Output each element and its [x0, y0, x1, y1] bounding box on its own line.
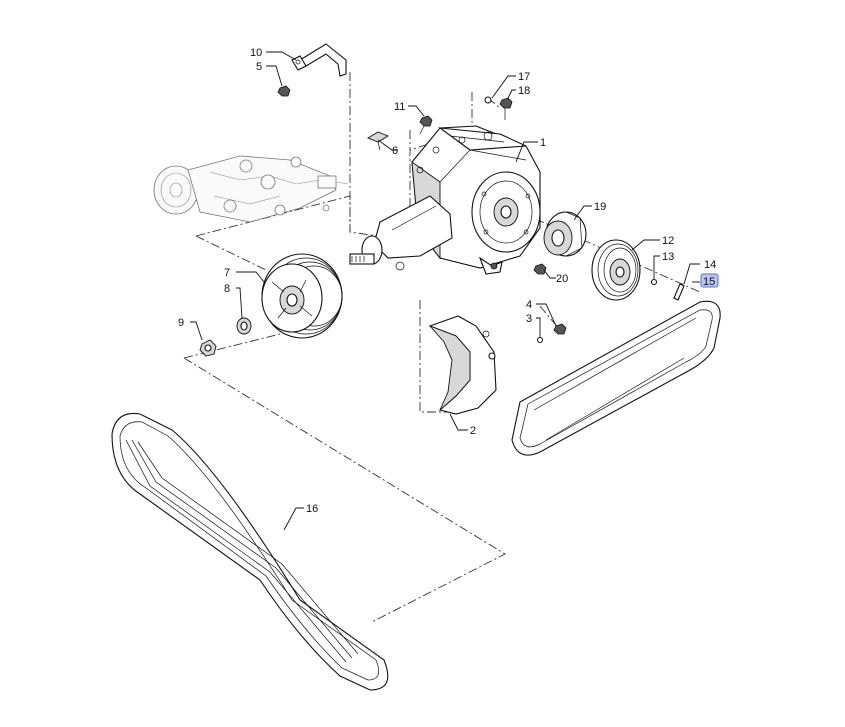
- part-1-gearbox[interactable]: [349, 125, 541, 275]
- callout-4: 4: [526, 299, 532, 311]
- background-drive-assembly: [153, 155, 349, 223]
- callout-17: 17: [518, 71, 530, 83]
- part-6-key[interactable]: [366, 131, 390, 151]
- part-12-small-pulley[interactable]: [591, 239, 641, 301]
- leader-lines: [190, 51, 700, 531]
- callout-8: 8: [224, 283, 230, 295]
- callout-13: 13: [662, 251, 674, 263]
- callout-18: 18: [518, 85, 530, 97]
- part-5-nut[interactable]: [277, 85, 291, 97]
- callout-labels: 10 5 11 17 18 1 6 19 12 13 14 15 20 7 8 …: [178, 47, 719, 515]
- part-10-bracket[interactable]: [291, 43, 347, 77]
- callout-2: 2: [470, 425, 476, 437]
- part-15-small-belt[interactable]: [511, 300, 721, 456]
- part-9-nut[interactable]: [199, 339, 217, 357]
- part-11-bolt[interactable]: [419, 115, 433, 135]
- part-3-washer[interactable]: [536, 336, 544, 344]
- callout-16: 16: [306, 503, 318, 515]
- callout-11: 11: [394, 101, 405, 113]
- callout-1: 1: [540, 137, 546, 149]
- callout-14: 14: [704, 259, 716, 271]
- part-17-washer[interactable]: [484, 96, 492, 104]
- part-20-nut[interactable]: [533, 263, 547, 275]
- callout-15-highlight: [700, 273, 719, 288]
- callout-19: 19: [594, 201, 606, 213]
- part-18-bolt[interactable]: [499, 97, 513, 120]
- callout-10: 10: [250, 47, 262, 59]
- callout-6: 6: [392, 145, 398, 157]
- part-7-large-pulley[interactable]: [261, 253, 343, 339]
- part-8-washer[interactable]: [236, 317, 252, 335]
- part-13-washer[interactable]: [650, 278, 658, 286]
- part-16-large-belt[interactable]: [111, 412, 389, 691]
- callout-5: 5: [256, 61, 262, 73]
- part-14-bolt[interactable]: [673, 283, 685, 301]
- callout-9: 9: [178, 317, 184, 329]
- part-4-bolt[interactable]: [553, 323, 567, 335]
- callout-3: 3: [526, 313, 532, 325]
- callout-15[interactable]: 15: [703, 276, 715, 288]
- callout-20: 20: [556, 273, 568, 285]
- callout-12: 12: [662, 235, 674, 247]
- part-2-belt-guard[interactable]: [428, 315, 497, 415]
- part-19-hub[interactable]: [543, 211, 587, 257]
- callout-7: 7: [224, 267, 230, 279]
